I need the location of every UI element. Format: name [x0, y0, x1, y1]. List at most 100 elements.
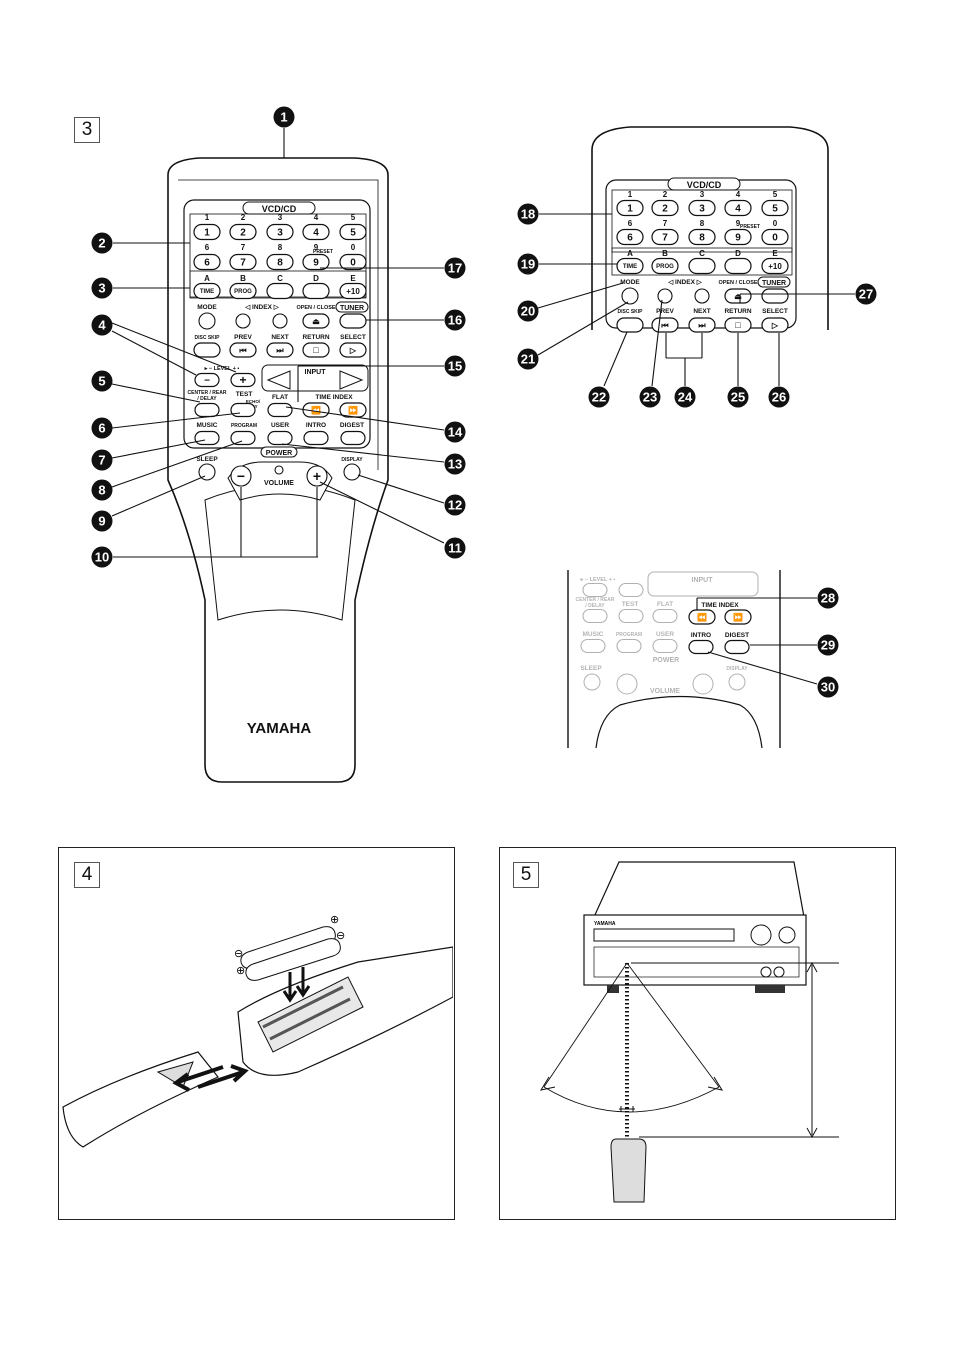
music-button[interactable] — [194, 430, 220, 446]
prev-button[interactable] — [229, 342, 257, 358]
input-left-button[interactable] — [266, 370, 291, 390]
r-index-back[interactable] — [657, 288, 673, 304]
svg-text:/ DELAY: / DELAY — [585, 603, 605, 609]
r-digit-button-3[interactable] — [688, 199, 716, 217]
prog-button[interactable] — [229, 282, 257, 300]
r-d-button[interactable] — [724, 257, 752, 275]
letter-label-A: A — [204, 274, 210, 283]
r-open-close-button[interactable] — [724, 288, 752, 304]
b-intro-button[interactable] — [688, 639, 714, 655]
digit-button-9-b[interactable] — [302, 253, 330, 271]
power-button[interactable] — [274, 465, 284, 475]
flat-button[interactable] — [267, 402, 293, 418]
b-digest-button[interactable] — [724, 639, 750, 655]
r-index-fwd[interactable] — [694, 288, 710, 304]
next-button[interactable] — [266, 342, 294, 358]
r-prev-button-label: ⏮ — [661, 321, 668, 330]
d-button[interactable] — [302, 282, 330, 300]
tuner-button[interactable] — [339, 313, 367, 329]
r-digit-button-8-b[interactable] — [688, 228, 716, 246]
r-open-close-button-label: ⏏ — [734, 292, 742, 301]
b-time-index-label: TIME INDEX — [701, 602, 739, 609]
r-next-button[interactable] — [688, 317, 716, 333]
svg-text:TEST: TEST — [622, 601, 639, 608]
r-preset-label: PRESET — [740, 224, 760, 230]
digit-button-7-b[interactable] — [229, 253, 257, 271]
level-plus-button[interactable] — [230, 372, 256, 388]
r-time-button[interactable] — [616, 257, 644, 275]
index-back-button[interactable] — [235, 313, 251, 329]
level-minus-button[interactable] — [194, 372, 220, 388]
center-rear-button[interactable] — [194, 402, 220, 418]
sleep-button[interactable] — [198, 463, 216, 481]
batteries: ⊕ ⊖ ⊖ ⊕ — [234, 914, 345, 981]
volume-plus-button[interactable] — [306, 465, 328, 487]
digit-button-1[interactable] — [193, 223, 221, 241]
digit-button-4[interactable] — [302, 223, 330, 241]
r-plus10-button[interactable] — [761, 257, 789, 275]
c-button[interactable] — [266, 282, 294, 300]
r-letter-E: E — [772, 249, 778, 258]
digest-button[interactable] — [340, 430, 366, 446]
r-digit-button-0-b[interactable] — [761, 228, 789, 246]
input-right-button[interactable] — [339, 370, 364, 390]
digit-button-5[interactable] — [339, 223, 367, 241]
return-button[interactable] — [302, 342, 330, 358]
r-select-button-label: ▷ — [771, 321, 779, 330]
digit-button-6-b[interactable] — [193, 253, 221, 271]
callout-16 — [444, 309, 466, 331]
r-digit-button-6-b[interactable] — [616, 228, 644, 246]
index-fwd-button[interactable] — [272, 313, 288, 329]
open-close-label: OPEN / CLOSE — [296, 305, 335, 311]
r-digit-button-1[interactable] — [616, 199, 644, 217]
r-digit-button-5[interactable] — [761, 199, 789, 217]
sleep-label: SLEEP — [196, 456, 218, 463]
callout-22-number: 22 — [592, 390, 606, 405]
r-digit-button-9-b[interactable] — [724, 228, 752, 246]
callout-18-number: 18 — [521, 207, 535, 222]
digit-button-1-label: 1 — [204, 228, 210, 239]
digit-button-3[interactable] — [266, 223, 294, 241]
select-button[interactable] — [339, 342, 367, 358]
callout-28-number: 28 — [821, 591, 835, 606]
r-prog-button[interactable] — [651, 257, 679, 275]
intro-button[interactable] — [303, 430, 329, 446]
volume-minus-button[interactable] — [230, 465, 252, 487]
r-disc-skip-button[interactable] — [616, 317, 644, 333]
user-button[interactable] — [267, 430, 293, 446]
r-c-button[interactable] — [688, 257, 716, 275]
r-digit-button-4[interactable] — [724, 199, 752, 217]
plus10-button[interactable] — [339, 282, 367, 300]
display-button[interactable] — [343, 463, 361, 481]
digit-button-8-b[interactable] — [266, 253, 294, 271]
digit-button-2[interactable] — [229, 223, 257, 241]
r-select-button[interactable] — [761, 317, 789, 333]
b-time-index-fwd-button[interactable] — [724, 609, 752, 625]
callout-14 — [444, 421, 466, 443]
mode-button[interactable] — [198, 312, 216, 330]
digit-label-4: 4 — [314, 213, 319, 222]
r-digit-button-2[interactable] — [651, 199, 679, 217]
time-button[interactable] — [193, 282, 221, 300]
r-open-close-label: OPEN / CLOSE — [718, 280, 757, 286]
r-mode-button[interactable] — [621, 287, 639, 305]
open-close-button[interactable] — [302, 313, 330, 329]
disc-skip-button[interactable] — [193, 342, 221, 358]
r-return-button[interactable] — [724, 317, 752, 333]
program-button[interactable] — [230, 430, 256, 446]
digit-button-0-b[interactable] — [339, 253, 367, 271]
callout-23 — [639, 386, 661, 408]
r-letter-B: B — [662, 249, 668, 258]
test-button[interactable] — [230, 402, 256, 418]
r-digit-button-7-b[interactable] — [651, 228, 679, 246]
program-label: PROGRAM — [231, 423, 257, 429]
receiver-brand: YAMAHA — [594, 921, 616, 927]
r-tuner-button[interactable] — [761, 288, 789, 304]
callout-11-number: 11 — [448, 541, 462, 556]
vcd-cd-header: VCD/CD — [262, 204, 297, 214]
r-digit-label-8-b: 8 — [700, 219, 705, 228]
svg-text:DISPLAY: DISPLAY — [726, 666, 748, 672]
b-time-index-back-button[interactable] — [688, 609, 716, 625]
digit-label-9-b: 9 — [314, 243, 319, 252]
